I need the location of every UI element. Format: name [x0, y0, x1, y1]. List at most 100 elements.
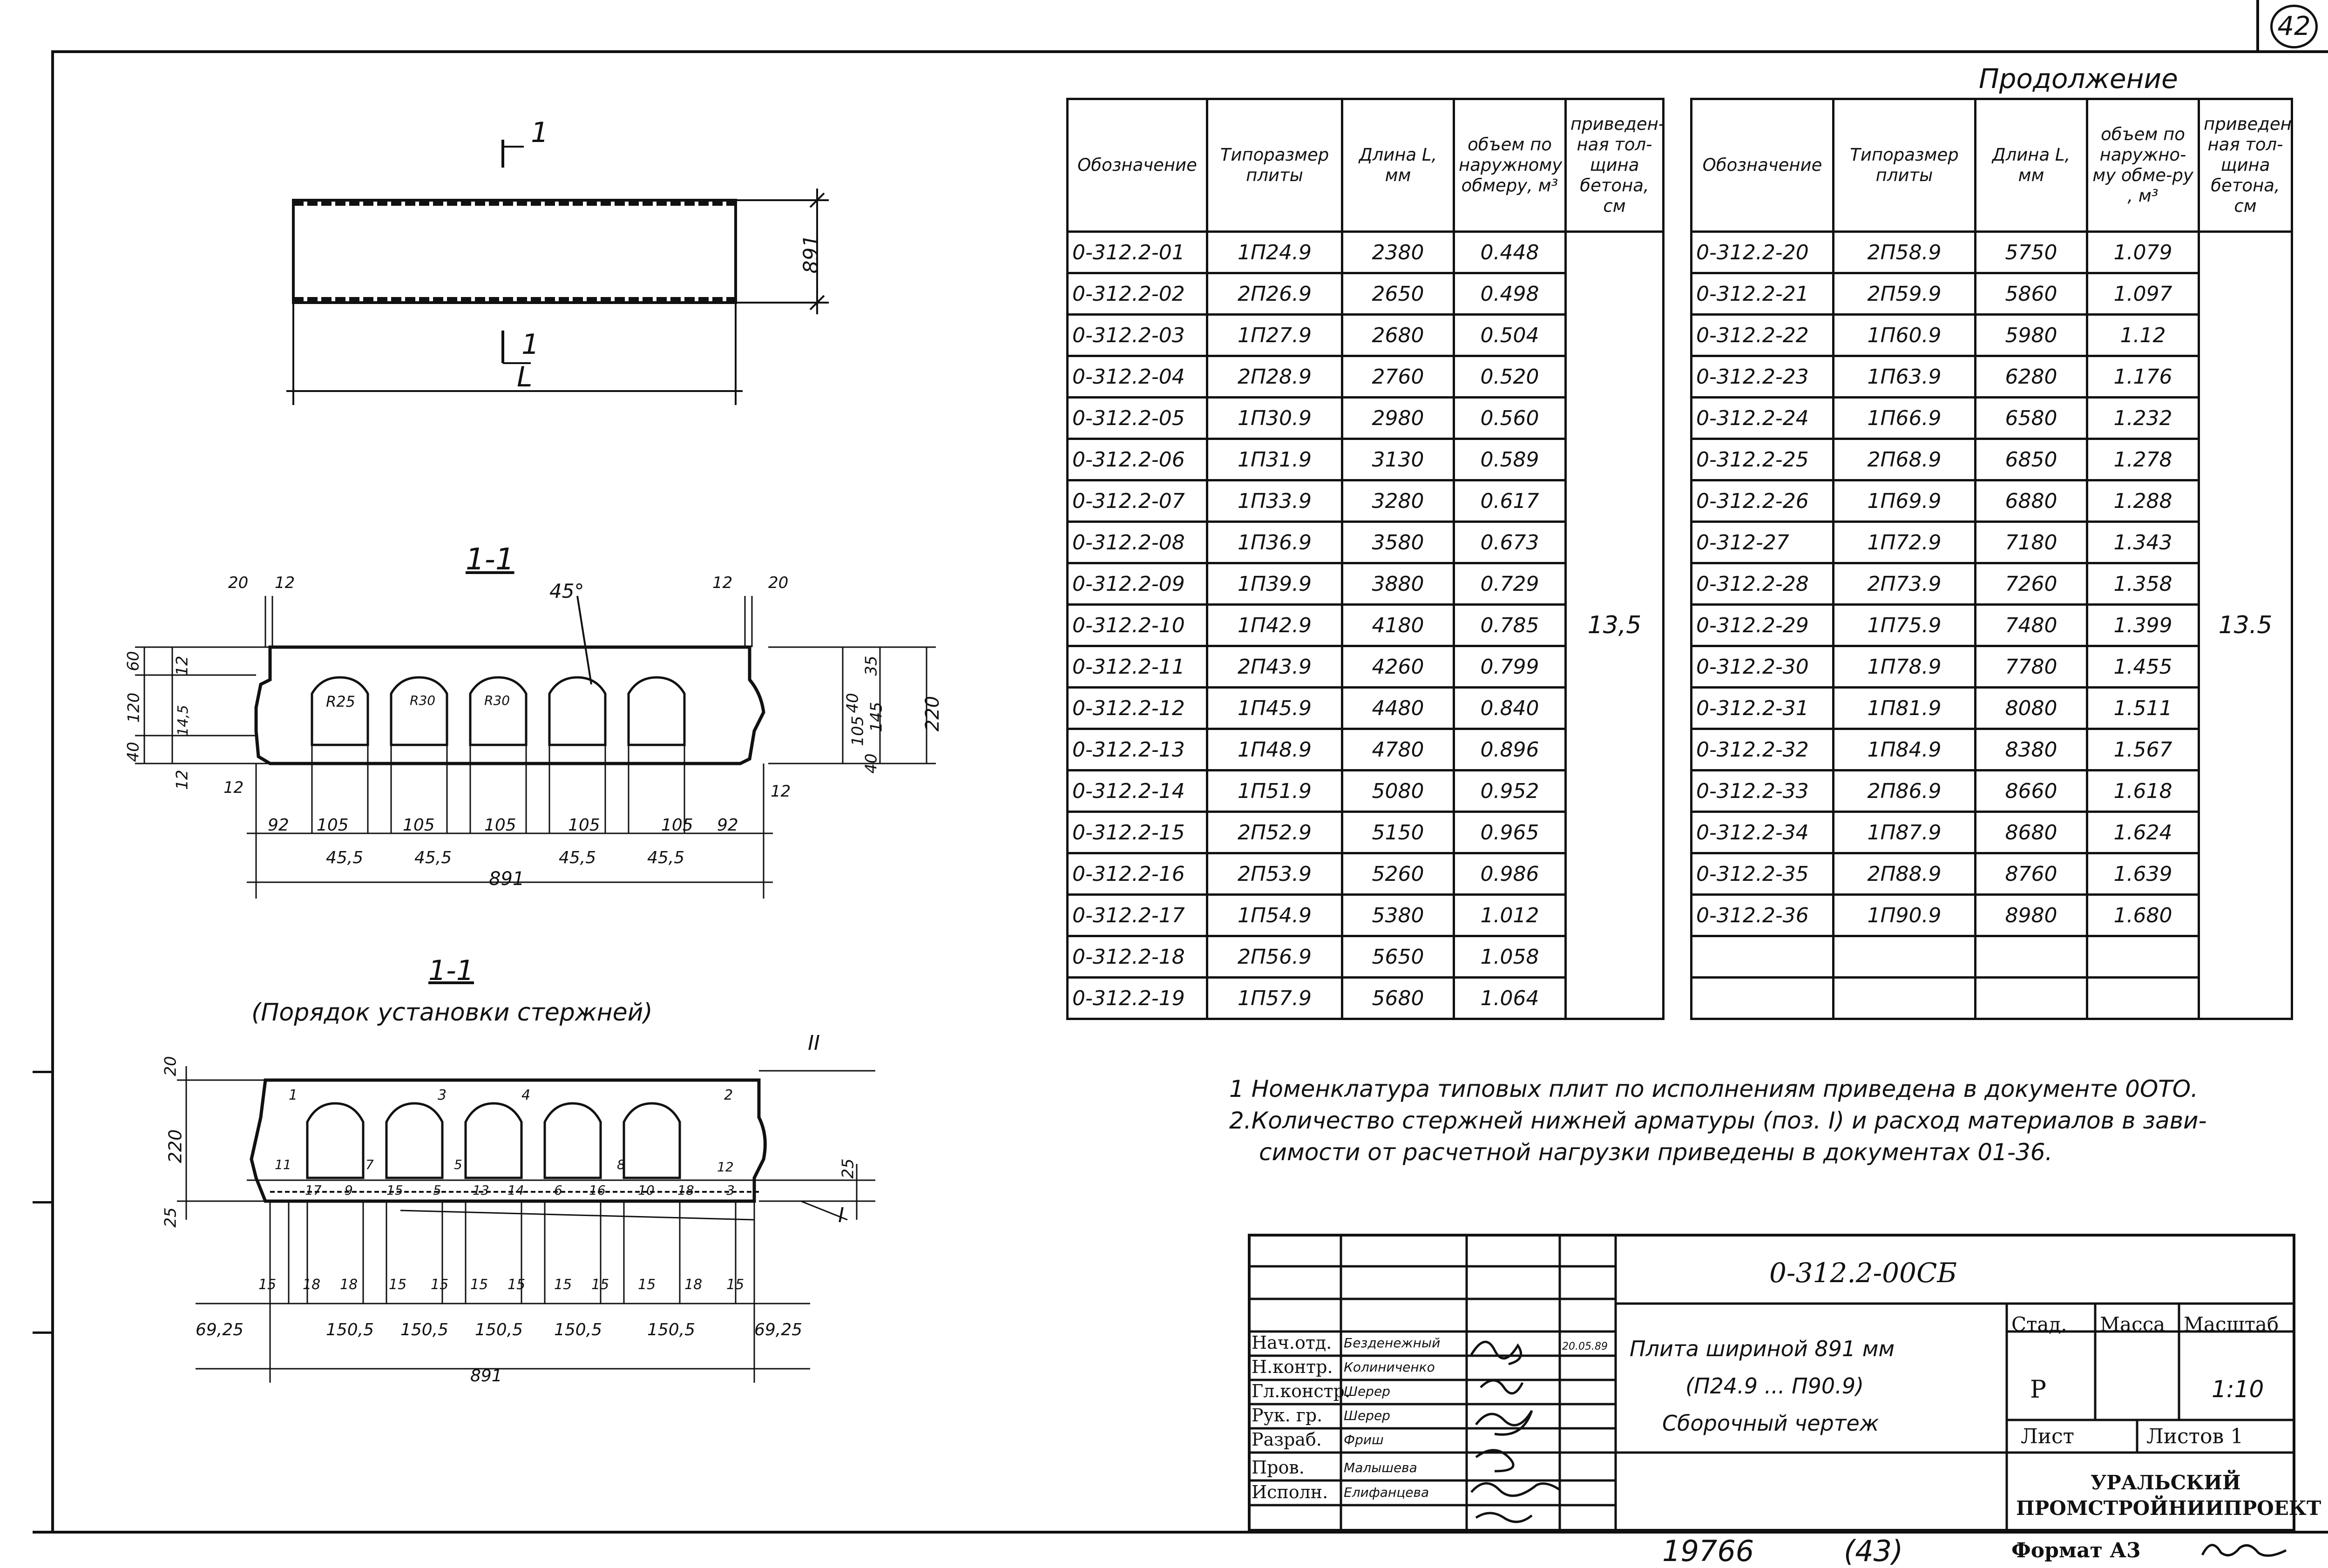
cell-volume: 0.986	[1453, 852, 1567, 896]
table-header-row: Обозначение Типоразмер плиты Длина L, мм…	[1690, 98, 2293, 233]
section2-mark-I: I	[838, 1203, 844, 1227]
cell-type-size	[1832, 976, 1976, 1020]
cell-volume: 0.520	[1453, 355, 1567, 399]
cell-volume: 1.567	[2086, 728, 2200, 771]
cell-volume: 1.176	[2086, 355, 2200, 399]
section1-dim-top: 20	[768, 574, 789, 592]
cell-volume: 1.079	[2086, 230, 2200, 274]
cell-designation: 0-312.2-13	[1066, 728, 1208, 771]
cell-volume: 1.288	[2086, 479, 2200, 523]
tb-scale-header: Масштаб	[2184, 1313, 2279, 1336]
cell-length: 7780	[1974, 645, 2088, 689]
tb-name-line2: (П24.9 ... П90.9)	[1685, 1373, 1864, 1399]
cell-type-size: 2П26.9	[1206, 272, 1343, 316]
cell-volume: 1.455	[2086, 645, 2200, 689]
cell-designation: 0-312.2-24	[1690, 396, 1834, 440]
plan-length-label: L	[517, 361, 533, 393]
tb-role-label: Рук. гр.	[1252, 1405, 1323, 1426]
cell-volume: 0.785	[1453, 603, 1567, 647]
cell-volume: 0.965	[1453, 811, 1567, 854]
cell-volume: 0.896	[1453, 728, 1567, 771]
cell-designation: 0-312.2-29	[1690, 603, 1834, 647]
section2-dim-bottom2: 150,5	[400, 1320, 449, 1339]
cell-type-size: 1П45.9	[1206, 686, 1343, 730]
cell-designation: 0-312.2-18	[1066, 935, 1208, 979]
cell-length: 5750	[1974, 230, 2088, 274]
continuation-label: Продолжение	[1979, 63, 2178, 95]
cell-type-size: 1П27.9	[1206, 313, 1343, 357]
cell-volume: 0.729	[1453, 562, 1567, 606]
section2-dim-bottom2: 150,5	[475, 1320, 523, 1339]
cell-designation: 0-312.2-32	[1690, 728, 1834, 771]
cell-type-size: 2П59.9	[1832, 272, 1976, 316]
section1-radius: R25	[326, 693, 355, 710]
cell-volume: 1.232	[2086, 396, 2200, 440]
tb-name-line1: Плита шириной 891 мм	[1630, 1336, 1895, 1361]
section1-dim-left: 120	[124, 692, 143, 723]
note-2: 2.Количество стержней нижней арматуры (п…	[1229, 1107, 2207, 1134]
cell-volume: 1.343	[2086, 520, 2200, 564]
cell-length: 2980	[1341, 396, 1455, 440]
spec-table-left: Обозначение Типоразмер плиты Длина L, мм…	[1066, 98, 1665, 1020]
tb-role-name: Колиниченко	[1344, 1359, 1435, 1375]
notes: 1 Номенклатура типовых плит по исполнени…	[1229, 1073, 2207, 1168]
section2-dim-right: 25	[839, 1158, 858, 1179]
section1-dim-top: 20	[228, 574, 249, 592]
cell-volume	[2086, 935, 2200, 979]
cell-designation: 0-312.2-28	[1690, 562, 1834, 606]
table-row	[1690, 935, 2292, 979]
section1-dim-left: 12	[173, 770, 192, 790]
bar-number: 15	[386, 1183, 403, 1198]
cell-designation: 0-312.2-02	[1066, 272, 1208, 316]
cell-volume: 1.680	[2086, 893, 2200, 937]
title-block-grid	[1248, 1234, 2295, 1532]
cell-type-size: 1П72.9	[1832, 520, 1976, 564]
cell-type-size: 1П81.9	[1832, 686, 1976, 730]
cell-length: 5380	[1341, 893, 1455, 937]
section1-dim-right: 105	[848, 716, 867, 746]
cell-type-size: 2П58.9	[1832, 230, 1976, 274]
cell-length: 3130	[1341, 438, 1455, 481]
cell-volume: 0.617	[1453, 479, 1567, 523]
section2-title: 1-1	[428, 954, 474, 987]
cell-volume: 1.639	[2086, 852, 2200, 896]
cell-type-size: 2П53.9	[1206, 852, 1343, 896]
cell-type-size: 2П56.9	[1206, 935, 1343, 979]
cell-type-size: 1П60.9	[1832, 313, 1976, 357]
cell-designation	[1690, 935, 1834, 979]
bar-number: 4	[521, 1087, 531, 1103]
section1-dim-bottom: 105	[403, 816, 435, 835]
cell-length: 6850	[1974, 438, 2088, 481]
corner-number: 42	[2270, 5, 2318, 48]
cell-length: 2680	[1341, 313, 1455, 357]
cell-length	[1974, 935, 2088, 979]
section1-dim-bottom: 92	[717, 816, 738, 835]
edge-mark	[33, 1071, 54, 1073]
plan-section-mark-top: 1	[531, 116, 549, 149]
cell-length: 8660	[1974, 769, 2088, 813]
cell-volume: 0.560	[1453, 396, 1567, 440]
cell-designation: 0-312.2-25	[1690, 438, 1834, 481]
note-3: симости от расчетной нагрузки приведены …	[1259, 1139, 2053, 1166]
header-volume: объем по наружному обмеру, м³	[1453, 98, 1567, 233]
cell-volume: 1.012	[1453, 893, 1567, 937]
cell-volume: 1.064	[1453, 976, 1567, 1020]
bar-number: 3	[726, 1183, 735, 1198]
tb-role-name: Фриш	[1344, 1432, 1384, 1447]
cell-designation: 0-312.2-03	[1066, 313, 1208, 357]
cell-type-size: 1П48.9	[1206, 728, 1343, 771]
section1-dim-right: 220	[922, 696, 944, 732]
